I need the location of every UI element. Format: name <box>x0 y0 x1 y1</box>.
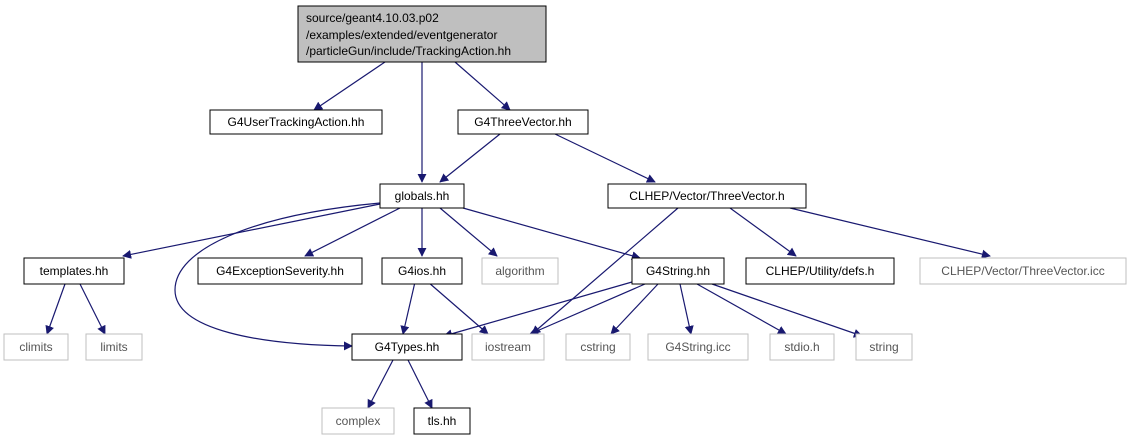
node-climits-label: climits <box>19 340 52 354</box>
node-g4string-label: G4String.hh <box>646 264 710 278</box>
node-clhep-threevector-h-box <box>607 183 807 209</box>
node-g4string-icc-box <box>647 333 749 361</box>
edge-globals-to-algorithm <box>439 207 498 257</box>
node-g4string-box <box>631 257 725 285</box>
edge-g4string-to-g4string-icc <box>679 283 694 335</box>
edge-g4threevector-to-globals <box>439 133 501 183</box>
node-globals-box <box>379 183 465 209</box>
edge-g4ios-to-iostream <box>427 281 489 335</box>
edge-g4string-to-iostream <box>529 283 646 335</box>
node-cstring-box <box>565 333 631 361</box>
edge-g4string-to-cstring <box>610 283 659 335</box>
node-g4exceptionseverity-box <box>197 257 363 285</box>
edge-globals-to-g4string <box>462 207 641 261</box>
node-clhep-threevector-icc-box <box>919 257 1127 285</box>
node-limits-label: limits <box>100 340 127 354</box>
node-g4ios[interactable]: G4ios.hh <box>381 257 463 285</box>
edge-clhep-threevector-to-defs <box>729 207 797 257</box>
node-clhep-defs-box <box>745 257 895 285</box>
root-node-line-2: /examples/extended/eventgenerator <box>306 28 497 42</box>
node-clhep-threevector-icc: CLHEP/Vector/ThreeVector.icc <box>919 257 1127 285</box>
node-g4exceptionseverity-label: G4ExceptionSeverity.hh <box>216 264 344 278</box>
edge-globals-to-g4exceptionseverity <box>304 207 401 257</box>
edge-templates-to-climits <box>45 283 66 335</box>
node-climits: climits <box>3 333 69 361</box>
node-clhep-threevector-h-label: CLHEP/Vector/ThreeVector.h <box>629 189 784 203</box>
node-algorithm-label: algorithm <box>495 264 544 278</box>
node-stdio: stdio.h <box>769 333 835 361</box>
edge-root-to-g4threevector <box>454 61 511 111</box>
root-node-line-3: /particleGun/include/TrackingAction.hh <box>306 44 511 58</box>
node-g4string-icc-label: G4String.icc <box>665 340 730 354</box>
node-complex-box <box>321 407 395 435</box>
node-cstring: cstring <box>565 333 631 361</box>
edge-g4string-to-g4types <box>443 281 633 339</box>
root-node-box <box>297 5 547 63</box>
node-templates[interactable]: templates.hh <box>23 257 125 285</box>
node-g4exceptionseverity[interactable]: G4ExceptionSeverity.hh <box>197 257 363 285</box>
node-templates-label: templates.hh <box>40 264 109 278</box>
edge-g4string-to-stdio <box>696 283 787 335</box>
edge-g4string-to-string <box>711 283 863 338</box>
node-g4usertrackingaction[interactable]: G4UserTrackingAction.hh <box>209 109 383 135</box>
node-tls-label: tls.hh <box>428 414 457 428</box>
node-g4string-icc: G4String.icc <box>647 333 749 361</box>
edge-g4types-to-complex <box>367 359 394 409</box>
node-g4ios-box <box>381 257 463 285</box>
node-limits: limits <box>85 333 143 361</box>
node-g4types[interactable]: G4Types.hh <box>351 333 463 361</box>
node-g4usertrackingaction-box <box>209 109 383 135</box>
node-iostream-box <box>471 333 545 361</box>
edge-g4ios-to-g4types <box>400 281 416 335</box>
node-iostream-label: iostream <box>485 340 531 354</box>
node-templates-box <box>23 257 125 285</box>
node-clhep-defs-label: CLHEP/Utility/defs.h <box>766 264 875 278</box>
node-g4usertrackingaction-label: G4UserTrackingAction.hh <box>228 115 365 129</box>
node-stdio-label: stdio.h <box>784 340 819 354</box>
node-complex: complex <box>321 407 395 435</box>
node-tls[interactable]: tls.hh <box>413 407 471 435</box>
node-clhep-defs[interactable]: CLHEP/Utility/defs.h <box>745 257 895 285</box>
node-cstring-label: cstring <box>580 340 615 354</box>
edges <box>45 61 991 409</box>
node-stdio-box <box>769 333 835 361</box>
root-node[interactable]: source/geant4.10.03.p02 /examples/extend… <box>297 5 547 63</box>
node-g4types-label: G4Types.hh <box>375 340 440 354</box>
edge-g4types-to-tls <box>407 359 433 409</box>
node-g4types-box <box>351 333 463 361</box>
node-climits-box <box>3 333 69 361</box>
node-string-box <box>855 333 913 361</box>
node-g4threevector-box <box>457 109 589 135</box>
edge-clhep-threevector-to-iostream <box>531 207 679 335</box>
node-g4threevector-label: G4ThreeVector.hh <box>474 115 571 129</box>
node-g4string[interactable]: G4String.hh <box>631 257 725 285</box>
node-complex-label: complex <box>336 414 381 428</box>
node-clhep-threevector-icc-label: CLHEP/Vector/ThreeVector.icc <box>941 264 1104 278</box>
node-limits-box <box>85 333 143 361</box>
node-clhep-threevector-h[interactable]: CLHEP/Vector/ThreeVector.h <box>607 183 807 209</box>
node-algorithm-box <box>481 257 559 285</box>
node-iostream: iostream <box>471 333 545 361</box>
node-globals-label: globals.hh <box>395 189 450 203</box>
edge-g4threevector-to-clhep-threevector <box>554 133 656 183</box>
edge-templates-to-limits <box>79 283 106 335</box>
edge-globals-to-templates <box>122 203 381 259</box>
node-string-label: string <box>869 340 898 354</box>
node-g4threevector[interactable]: G4ThreeVector.hh <box>457 109 589 135</box>
edge-clhep-threevector-to-icc <box>789 207 991 259</box>
root-node-line-1: source/geant4.10.03.p02 <box>306 11 439 25</box>
edge-globals-to-g4types <box>174 202 381 351</box>
node-globals[interactable]: globals.hh <box>379 183 465 209</box>
node-string: string <box>855 333 913 361</box>
node-algorithm: algorithm <box>481 257 559 285</box>
node-tls-box <box>413 407 471 435</box>
node-g4ios-label: G4ios.hh <box>398 264 446 278</box>
edge-root-to-g4usertrackingaction <box>313 61 386 111</box>
